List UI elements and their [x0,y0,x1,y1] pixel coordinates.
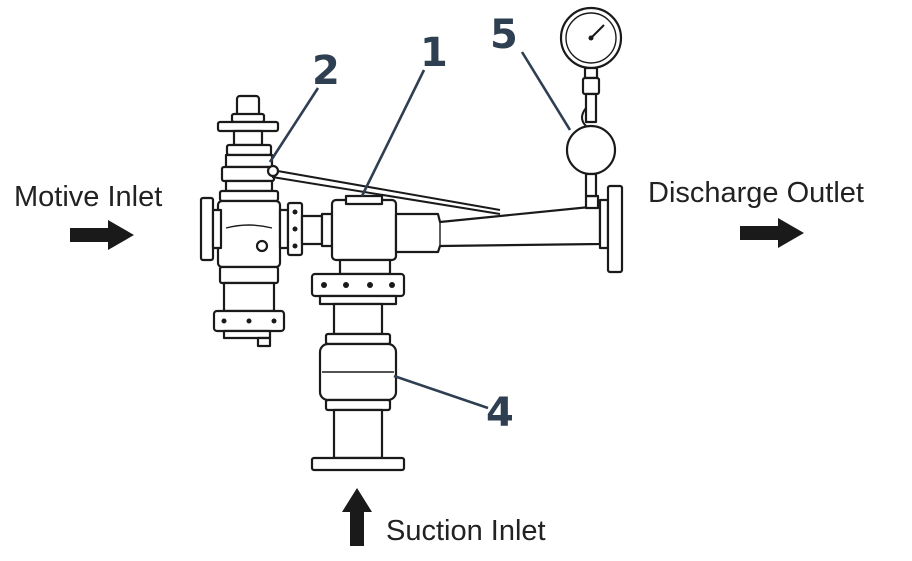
motive-valve-assembly [199,94,324,348]
ejector-body [310,194,406,306]
callout-2: 2 [312,48,340,94]
pressure-line [266,164,501,215]
discharge-outlet-label: Discharge Outlet [648,177,864,209]
motive-inlet-label: Motive Inlet [14,181,162,213]
callout-4: 4 [486,390,514,436]
discharge-outlet-arrow-icon [740,218,804,248]
suction-inlet-label: Suction Inlet [386,515,546,547]
diffuser-pipe [394,184,624,274]
motive-inlet-arrow-icon [70,220,134,250]
pressure-gauge-assembly [559,6,623,198]
suction-check-valve [310,302,406,472]
callout-1: 1 [420,30,448,76]
callout-leaders [268,51,572,410]
suction-inlet-arrow-icon [342,488,372,546]
callout-5: 5 [490,12,518,58]
